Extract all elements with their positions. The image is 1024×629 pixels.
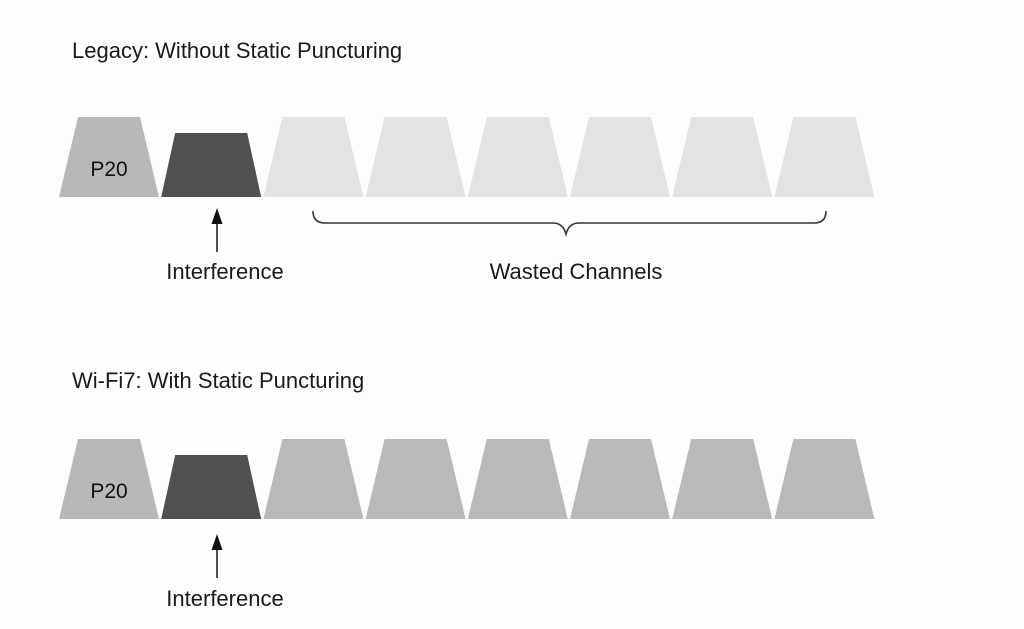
channel-wasted: [570, 117, 670, 197]
channel-wasted: [263, 117, 364, 197]
channel-wasted: [774, 117, 875, 197]
channel-primary: [59, 117, 159, 197]
legacy-channel-row: P20: [59, 117, 875, 197]
channel-interference: [161, 133, 262, 197]
legacy-interference-arrow: [211, 208, 223, 252]
channel-usable: [263, 439, 364, 519]
wifi7-interference-arrow: [211, 534, 223, 578]
legacy-interference-label: Interference: [166, 259, 283, 284]
legacy-section: Legacy: Without Static Puncturing P20 In…: [59, 38, 875, 284]
channel-wasted: [467, 117, 568, 197]
wifi7-section-title: Wi-Fi7: With Static Puncturing: [72, 368, 364, 393]
wifi7-section: Wi-Fi7: With Static Puncturing P20 Inter…: [59, 368, 875, 611]
channel-usable: [365, 439, 466, 519]
channel-usable: [672, 439, 773, 519]
channel-wasted: [672, 117, 773, 197]
legacy-section-title: Legacy: Without Static Puncturing: [72, 38, 402, 63]
channel-usable: [570, 439, 670, 519]
channel-primary: [59, 439, 159, 519]
wasted-channels-label: Wasted Channels: [490, 259, 663, 284]
channel-interference: [161, 455, 262, 519]
arrow-up-icon: [211, 534, 223, 550]
primary-channel-label: P20: [90, 480, 127, 503]
wifi7-interference-label: Interference: [166, 586, 283, 611]
wasted-channels-brace: [312, 210, 827, 238]
channel-wasted: [365, 117, 466, 197]
channel-usable: [774, 439, 875, 519]
wifi7-channel-row: P20: [59, 439, 875, 519]
primary-channel-label: P20: [90, 158, 127, 181]
arrow-up-icon: [211, 208, 223, 224]
channel-usable: [467, 439, 568, 519]
